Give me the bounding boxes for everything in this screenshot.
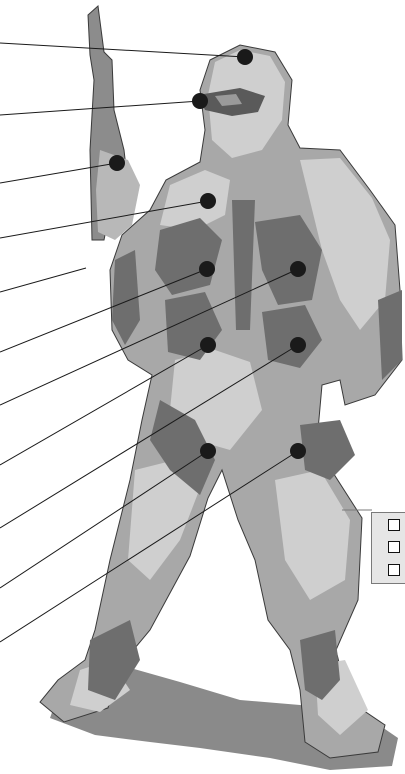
- dark-armor: [255, 215, 322, 305]
- dark-armor: [262, 305, 322, 368]
- leader-line-head: [0, 42, 246, 58]
- options-panel: [371, 512, 405, 584]
- hit-marker-chest[interactable]: [200, 193, 216, 209]
- dark-armor: [300, 630, 340, 700]
- dark-armor: [232, 200, 255, 330]
- raised-arm: [96, 150, 140, 240]
- leader-line-chest: [0, 200, 209, 239]
- dark-armor: [300, 420, 355, 480]
- dark-armor: [112, 250, 140, 345]
- hit-marker-right-thigh[interactable]: [200, 443, 216, 459]
- hit-marker-left-thigh[interactable]: [290, 443, 306, 459]
- light-armor: [300, 158, 390, 330]
- option-checkbox-2[interactable]: [388, 541, 400, 553]
- leader-line-eyes: [0, 100, 201, 116]
- visor-highlight: [215, 94, 242, 106]
- option-checkbox-1[interactable]: [388, 519, 400, 531]
- leader-line-left-torso: [0, 268, 299, 406]
- leader-line-left-thigh: [0, 450, 299, 643]
- leader-line-right-abdomen: [0, 344, 209, 466]
- option-checkbox-3[interactable]: [388, 564, 400, 576]
- light-armor: [128, 460, 200, 580]
- leader-line-right-thigh: [0, 450, 209, 589]
- leader-line-right-torso: [0, 268, 208, 353]
- hit-marker-head[interactable]: [237, 49, 253, 65]
- dark-armor: [150, 400, 215, 495]
- hit-marker-eyes[interactable]: [192, 93, 208, 109]
- hit-marker-right-hand[interactable]: [109, 155, 125, 171]
- light-armor: [275, 470, 350, 600]
- light-armor: [160, 170, 230, 230]
- dark-armor: [88, 620, 140, 700]
- hit-marker-right-torso[interactable]: [199, 261, 215, 277]
- dark-armor: [378, 290, 402, 380]
- leader-line-left-abdomen: [0, 344, 299, 529]
- leader-line-right-hand: [0, 162, 118, 184]
- hit-marker-left-abdomen[interactable]: [290, 337, 306, 353]
- hit-marker-right-abdomen[interactable]: [200, 337, 216, 353]
- hit-marker-left-torso[interactable]: [290, 261, 306, 277]
- leader-line-right-arm: [0, 267, 87, 293]
